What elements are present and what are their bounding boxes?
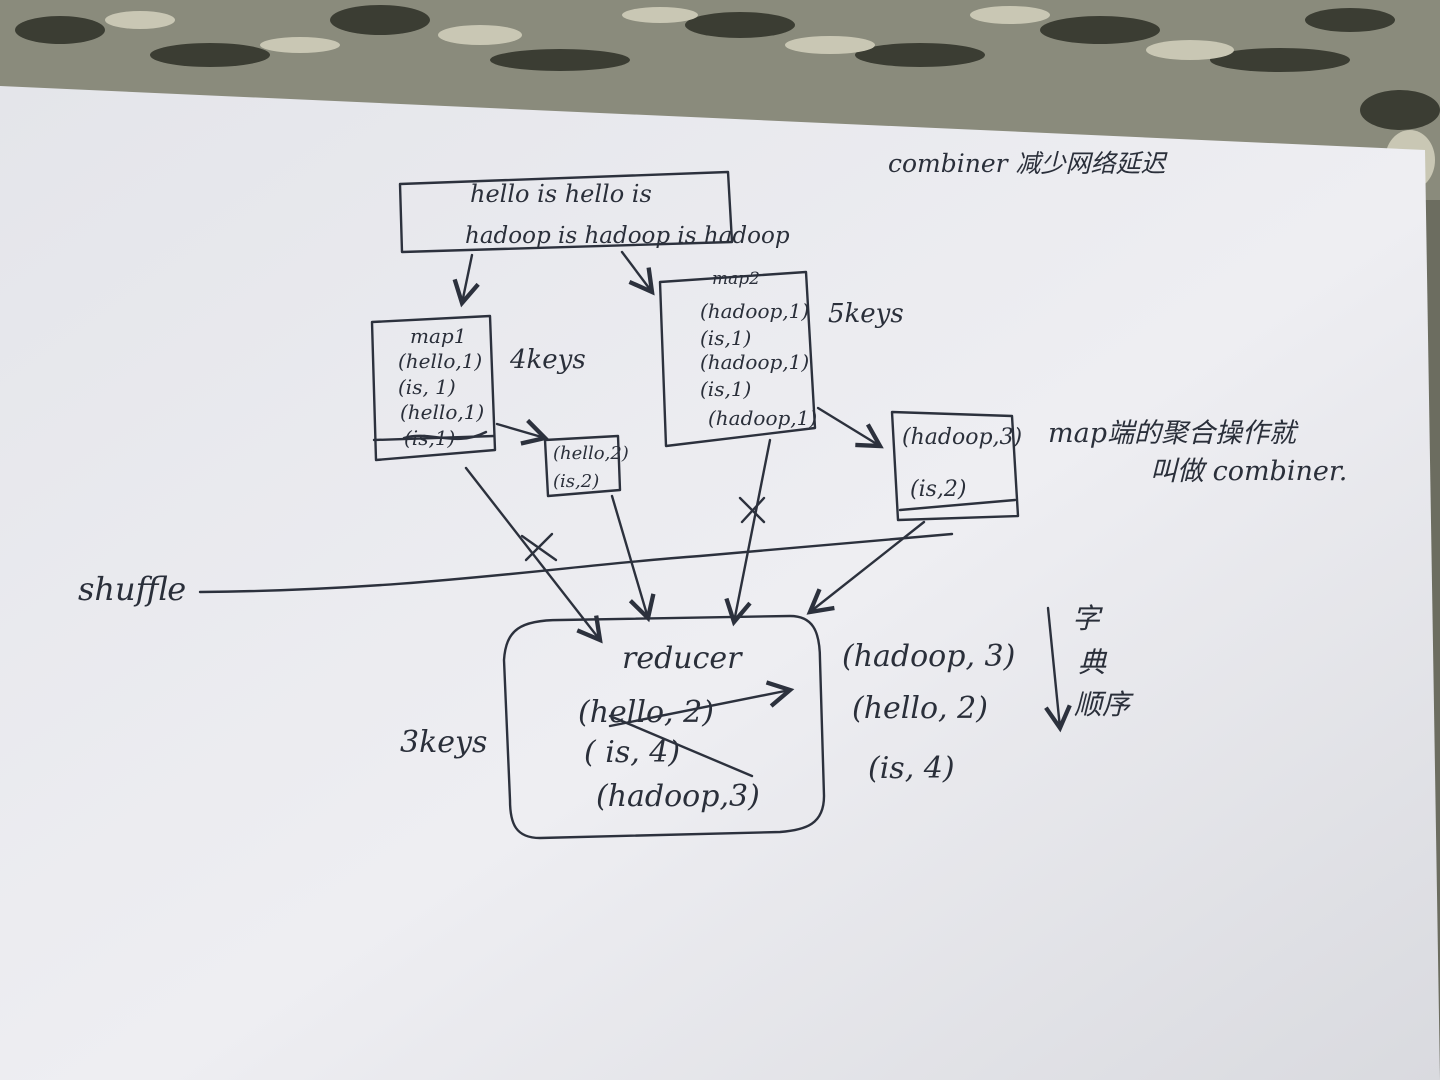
map1-pair: (hello,1) [400,400,484,424]
sorted-pair: (hadoop, 3) [842,639,1015,674]
map2-pair: (hadoop,1) [700,299,809,323]
combined2-box: (hadoop,3) (is,2) [890,410,1022,522]
input-line-1: hello is hello is [470,180,652,208]
map-aggregation-note-1: map端的聚合操作就 [1048,418,1299,449]
arrow-input-to-map2 [620,250,655,296]
sorted-pair: (hello, 2) [852,691,988,726]
map-aggregation-note-2: 叫做 combiner. [1150,456,1347,487]
combined2-pair: (hadoop,3) [902,425,1022,450]
reducer-box: reducer (hello, 2) ( is, 4) (hadoop,3) [502,614,826,840]
combined2-pair: (is,2) [910,477,966,502]
map2-pair: (hadoop,1) [708,406,817,430]
arrow-combined2-to-reducer [806,520,926,615]
dict-order-arrow [1044,606,1072,733]
reducer-pair: (hadoop,3) [596,779,760,814]
map2-title: map2 [712,269,760,289]
map2-keys-note: 5keys [828,299,904,329]
dict-order-char-2: 典 [1078,646,1108,679]
map1-pair: (hello,1) [398,349,482,373]
map2-pair: (hadoop,1) [700,350,809,374]
arrow-map2-to-reducer-crossed [724,438,772,627]
reducer-title: reducer [622,641,743,676]
combined1-pair: (is,2) [553,471,599,492]
arrow-input-to-map1 [452,253,480,308]
dict-order-char-1: 字 [1072,602,1103,635]
map2-pair: (is,1) [700,326,751,350]
map1-keys-note: 4keys [509,345,586,375]
arrow-map1-to-combined1 [495,418,550,446]
input-box: hello is hello is hadoop is hadoop is ha… [398,170,790,254]
sorted-output: (hadoop, 3) (hello, 2) (is, 4) [842,639,1015,786]
combined1-pair: (hello,2) [553,443,629,464]
combined1-box: (hello,2) (is,2) [543,434,629,498]
cross-mark [738,496,766,524]
combiner-title-note: combiner 减少网络延迟 [888,149,1169,178]
cross-mark [520,532,558,562]
reducer-pair: (hello, 2) [578,695,714,730]
dict-order-char-3: 顺序 [1074,688,1134,721]
shuffle-line [198,532,954,594]
reducer-pair: ( is, 4) [584,735,680,770]
map1-title: map1 [410,324,466,348]
sorted-pair: (is, 4) [868,751,955,786]
sort-arrow-hello [608,680,795,728]
input-line-2: hadoop is hadoop is hadoop [465,223,790,249]
arrow-map2-to-combined2 [816,406,884,449]
paper-sheet [0,86,1440,1080]
shuffle-label: shuffle [78,570,186,608]
reducer-keys-note: 3keys [400,725,487,760]
map1-pair: (is, 1) [398,375,456,399]
map2-box: map2 (hadoop,1) (is,1) (hadoop,1) (is,1)… [658,269,817,448]
map1-box: map1 (hello,1) (is, 1) (hello,1) (is,1) [370,314,497,462]
arrow-combined1-to-reducer [610,494,656,623]
sort-line-is [608,714,754,778]
map2-pair: (is,1) [700,377,751,401]
